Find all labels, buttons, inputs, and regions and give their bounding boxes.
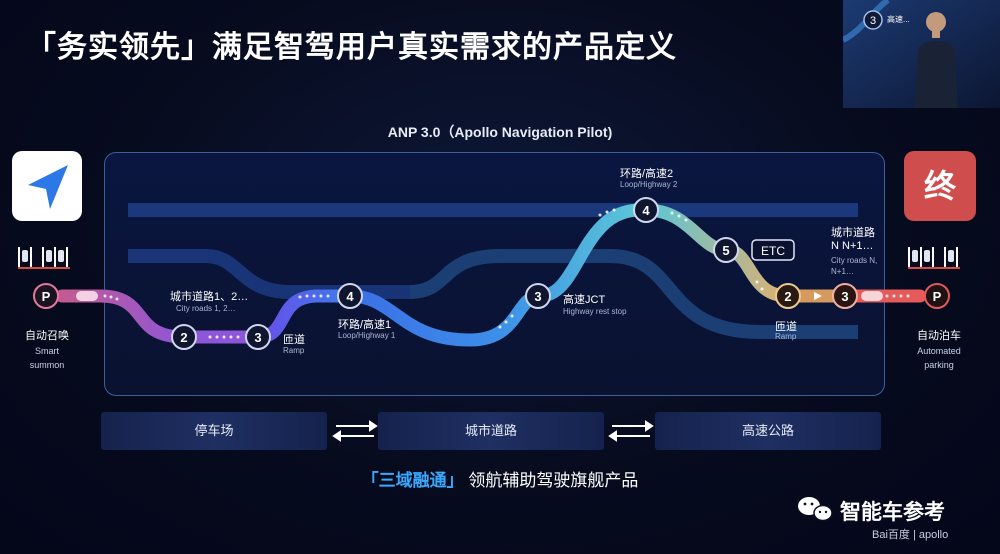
tagline: 「三域融通」 领航辅助驾驶旗舰产品 [0, 466, 1000, 491]
step-node: 2 [775, 283, 801, 309]
step-node: 4 [337, 283, 363, 309]
start-label-en1: Smart [34, 346, 59, 356]
svg-text:2: 2 [784, 289, 791, 304]
label-loop-2-en: Loop/Highway 2 [620, 180, 678, 189]
label-city-roads-n-en1: City roads N, [831, 256, 878, 265]
svg-text:4: 4 [642, 203, 650, 218]
label-city-roads-n: 城市道路 [831, 227, 875, 239]
parking-slots-end-icon [908, 247, 960, 269]
start-label-en2: summon [29, 360, 65, 370]
step-node: 3 [832, 283, 858, 309]
background-lanes [128, 203, 858, 339]
label-city-roads-n-2: N N+1… [831, 240, 874, 252]
zone-highway: 高速公路 [655, 412, 881, 450]
label-city-roads: 城市道路1、2… [170, 291, 249, 303]
label-jct-en: Highway rest stop [563, 307, 627, 316]
zone-parking-lot: 停车场 [101, 412, 327, 450]
svg-text:4: 4 [346, 289, 354, 304]
svg-text:ETC: ETC [761, 244, 785, 258]
swap-arrow-icon [332, 420, 378, 442]
label-loop-1: 环路/高速1 [338, 319, 392, 331]
step-node: 3 [525, 283, 551, 309]
svg-text:3: 3 [841, 289, 848, 304]
watermark-text: 智能车参考 [840, 501, 945, 524]
car-marker-end [861, 291, 883, 301]
tagline-text: 领航辅助驾驶旗舰产品 [468, 471, 639, 490]
brand-logo-text: Bai百度 | apollo [872, 529, 949, 541]
speaker-body [915, 41, 958, 108]
label-ramp-2-en: Ramp [775, 332, 797, 341]
route-segment-summon [55, 289, 191, 344]
parking-node-end: P [924, 283, 950, 309]
svg-text:P: P [933, 289, 942, 304]
step-node: 3 [245, 324, 271, 350]
label-city-roads-n-en2: N+1… [831, 267, 854, 276]
step-node: 2 [171, 324, 197, 350]
label-city-roads-en: City roads 1, 2… [176, 304, 236, 313]
wechat-icon [798, 497, 833, 522]
parking-node-start: P [33, 283, 59, 309]
label-ramp-1: 匝道 [283, 334, 305, 346]
navigation-app-icon [12, 151, 82, 221]
step-node: 5 [713, 237, 739, 263]
svg-text:2: 2 [180, 330, 187, 345]
label-ramp-1-en: Ramp [283, 346, 305, 355]
arrow-marker [814, 292, 822, 300]
end-icon: 终 [904, 151, 976, 221]
tagline-highlight: 「三域融通」 [361, 471, 464, 490]
end-label: 自动泊车 [917, 330, 961, 342]
route-segment-highway [343, 203, 647, 347]
etc-badge: ETC [751, 239, 795, 261]
svg-text:P: P [42, 289, 51, 304]
speaker-video-frame: 3 高速... [843, 0, 1000, 108]
zone-city-roads: 城市道路 [378, 412, 604, 450]
parking-slots-start-icon [18, 247, 70, 269]
lane-mid-left [128, 249, 410, 299]
car-marker-start [76, 291, 98, 301]
start-label: 自动召唤 [25, 330, 69, 342]
speaker-slide-node [863, 10, 883, 30]
label-loop-1-en: Loop/Highway 1 [338, 331, 396, 340]
diagram-title: ANP 3.0（Apollo Navigation Pilot) [387, 124, 613, 140]
speaker-slide-text: 高速... [887, 14, 910, 24]
label-jct: 高速JCT [563, 294, 606, 306]
label-ramp-2: 匝道 [775, 321, 797, 333]
navigation-arrow-icon [28, 165, 68, 209]
svg-text:3: 3 [534, 289, 541, 304]
swap-arrow-icon [608, 420, 654, 442]
svg-text:3: 3 [254, 330, 261, 345]
step-node: 4 [633, 197, 659, 223]
lane-mid-right [409, 249, 858, 339]
speaker-head [926, 12, 946, 32]
end-label-en2: parking [924, 360, 954, 370]
speaker-video-inset: 3 高速... [843, 0, 1000, 108]
end-label-en1: Automated [917, 346, 961, 356]
speaker-slide-num: 3 [870, 15, 876, 27]
label-loop-2: 环路/高速2 [620, 168, 674, 180]
svg-text:5: 5 [722, 243, 729, 258]
slide-title: 「务实领先」满足智驾用户真实需求的产品定义 [26, 31, 677, 64]
